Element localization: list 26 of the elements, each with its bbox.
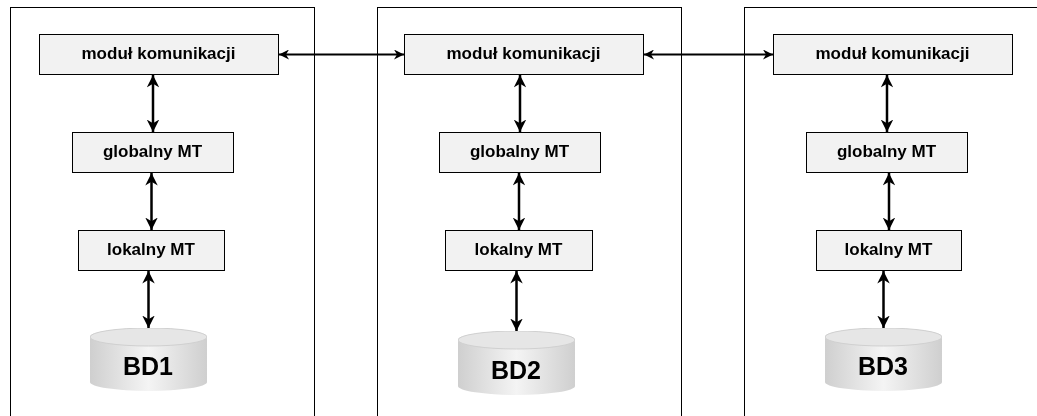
- double-arrow: [643, 49, 774, 60]
- module-box: globalny MT: [71, 131, 234, 173]
- module-box: moduł komunikacji: [38, 33, 279, 75]
- node-panel: [10, 7, 315, 416]
- database-cylinder: BD3: [824, 327, 942, 391]
- module-box: globalny MT: [438, 131, 601, 173]
- database-cylinder: BD1: [89, 327, 207, 391]
- double-arrow: [142, 271, 155, 328]
- node-panel: [744, 7, 1037, 416]
- double-arrow: [880, 75, 894, 132]
- double-arrow: [146, 75, 160, 132]
- double-arrow: [513, 75, 527, 132]
- module-box: globalny MT: [805, 131, 968, 173]
- double-arrow: [512, 173, 526, 230]
- double-arrow: [278, 49, 405, 60]
- module-box: moduł komunikacji: [403, 33, 644, 75]
- double-arrow: [510, 271, 523, 331]
- module-box: moduł komunikacji: [772, 33, 1013, 75]
- module-box: lokalny MT: [77, 229, 225, 271]
- module-box: lokalny MT: [444, 229, 593, 271]
- double-arrow: [877, 271, 890, 328]
- double-arrow: [882, 173, 896, 230]
- double-arrow: [145, 173, 158, 230]
- module-box: lokalny MT: [815, 229, 962, 271]
- database-cylinder: BD2: [457, 330, 575, 395]
- node-panel: [377, 7, 682, 416]
